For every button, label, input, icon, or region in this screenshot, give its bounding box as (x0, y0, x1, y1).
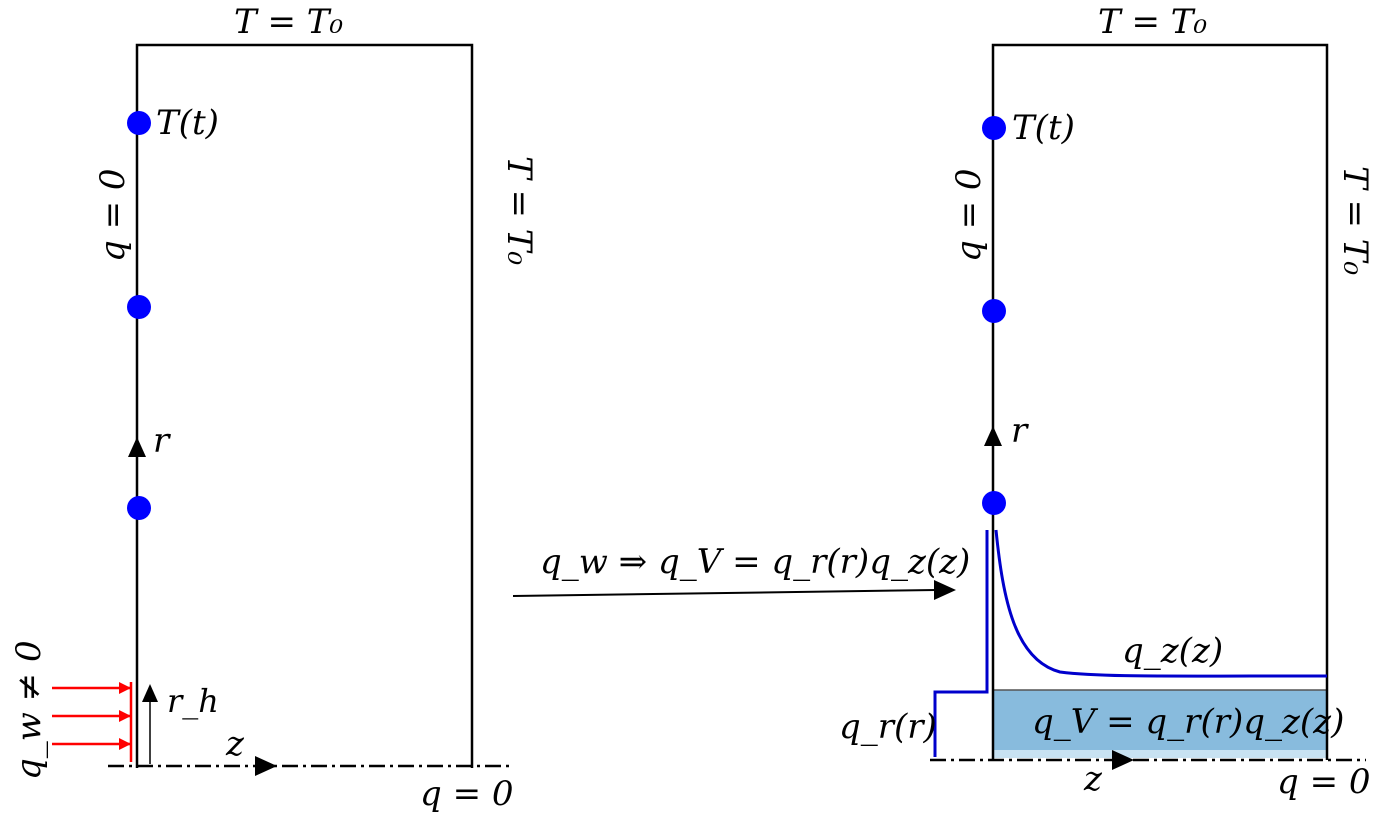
wall-flux-label: q_w ≠ 0 (9, 640, 49, 780)
transform-arrowhead (934, 580, 956, 600)
left-r-arrow (128, 437, 146, 457)
right-z-label: z (1083, 759, 1103, 799)
transform-label: q_w ⇒ q_V = q_r(r)q_z(z) (540, 542, 970, 582)
qz-profile (994, 529, 1328, 678)
left-domain-outline (135, 43, 474, 768)
left-left-bc: q = 0 (93, 169, 133, 263)
right-sensor-label: T(t) (1012, 108, 1075, 148)
transform-arrow (512, 589, 937, 597)
right-sensor-3 (982, 491, 1006, 515)
left-top-bc: T = T₀ (234, 2, 343, 42)
right-left-bc: q = 0 (949, 169, 989, 263)
left-sensor-2 (127, 295, 151, 319)
qr-profile (933, 530, 989, 757)
left-z-arrow (255, 756, 277, 776)
right-sensor-1 (982, 116, 1006, 140)
right-bottom-bc: q = 0 (1277, 762, 1371, 802)
left-right-bc: T = T₀ (499, 156, 539, 265)
right-r-label: r (1011, 411, 1029, 451)
left-bottom-bc: q = 0 (420, 774, 514, 814)
left-rh-label: r_h (167, 682, 219, 720)
right-sensor-2 (982, 299, 1006, 323)
left-panel: T = T₀ T = T₀ q = 0 q = 0 T(t) r z r_h q… (9, 2, 539, 814)
volumetric-source-label: q_V = q_r(r)q_z(z) (1032, 702, 1344, 742)
left-sensor-1 (127, 111, 151, 135)
right-domain-outline (991, 43, 1329, 760)
left-sensor-3 (127, 496, 151, 520)
right-top-bc: T = T₀ (1098, 2, 1207, 42)
volumetric-source-region (994, 690, 1327, 752)
transform: q_w ⇒ q_V = q_r(r)q_z(z) (512, 542, 970, 600)
left-r-label: r (153, 421, 171, 461)
right-panel: T = T₀ T = T₀ q = 0 q = 0 T(t) r z q_z(z… (839, 2, 1375, 802)
right-z-arrow (1112, 750, 1134, 770)
left-rh-arrowhead (142, 684, 158, 702)
left-z-label: z (225, 724, 245, 764)
left-sensor-label: T(t) (156, 103, 219, 143)
volumetric-source-strip (994, 750, 1327, 758)
qr-label: q_r(r) (839, 707, 937, 747)
right-right-bc: T = T₀ (1335, 166, 1375, 275)
right-r-arrow (984, 426, 1002, 446)
qz-label: q_z(z) (1122, 631, 1223, 671)
